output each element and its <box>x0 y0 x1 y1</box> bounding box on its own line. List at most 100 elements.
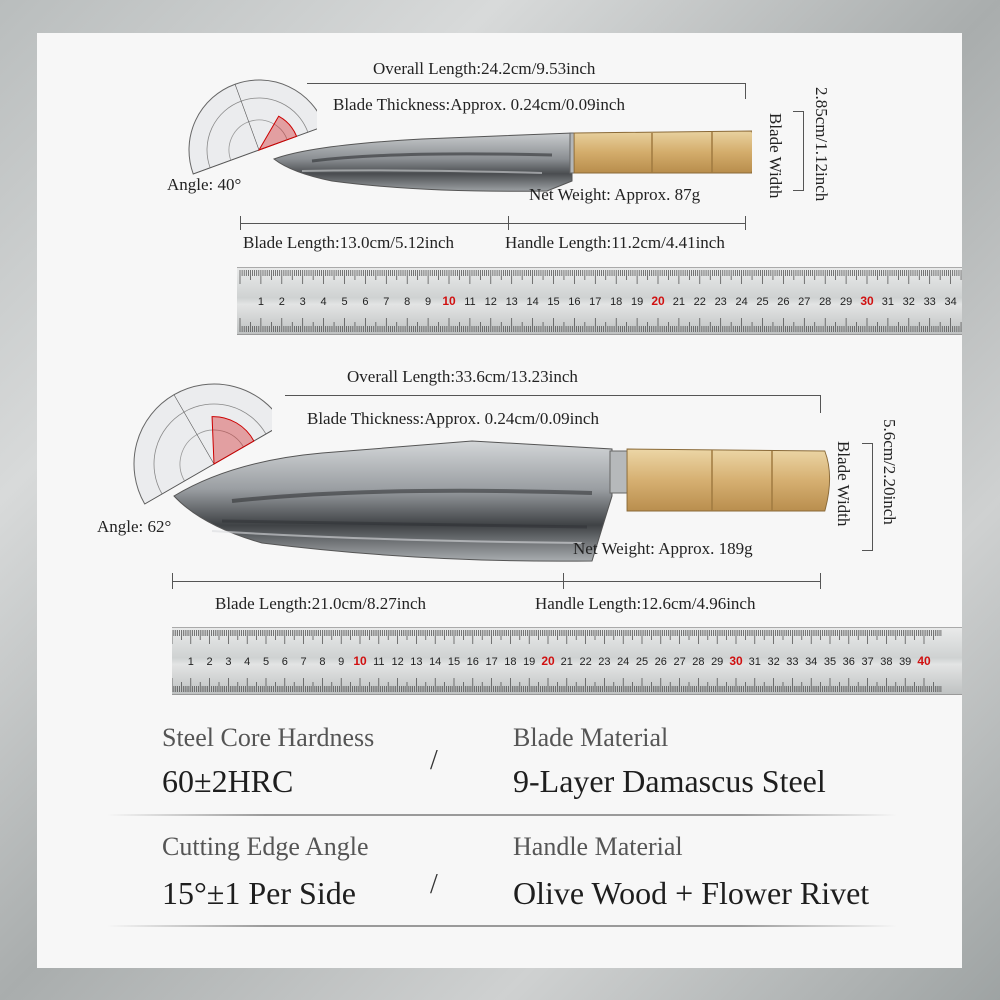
ruler-number: 21 <box>673 296 685 308</box>
hardness-value: 60±2HRC <box>162 763 294 799</box>
ruler-number: 27 <box>798 296 810 308</box>
ruler-number: 16 <box>467 656 479 668</box>
overall-length-tick <box>745 83 746 99</box>
handle-length-label: Handle Length:11.2cm/4.41inch <box>505 233 725 252</box>
ruler-number: 1 <box>188 656 194 668</box>
length-dimension-line <box>172 581 820 582</box>
ruler-number: 8 <box>404 296 410 308</box>
ruler-number: 32 <box>767 656 779 668</box>
ruler-number: 6 <box>282 656 288 668</box>
ruler-number: 26 <box>777 296 789 308</box>
ruler-number: 31 <box>749 656 761 668</box>
ruler-number: 13 <box>506 296 518 308</box>
ruler-number: 5 <box>263 656 269 668</box>
ruler-number: 20 <box>541 654 555 668</box>
overall-length-label: Overall Length:24.2cm/9.53inch <box>373 59 596 78</box>
ruler-number: 37 <box>861 656 873 668</box>
ruler-number: 23 <box>598 656 610 668</box>
handle-material-label: Handle Material <box>513 832 683 861</box>
net-weight-label: Net Weight: Approx. 87g <box>529 185 701 204</box>
ruler-number: 28 <box>692 656 704 668</box>
ruler-number: 34 <box>944 296 956 308</box>
ruler-number: 25 <box>636 656 648 668</box>
ruler-number: 32 <box>903 296 915 308</box>
ruler-number: 16 <box>568 296 580 308</box>
knife-1-image <box>272 130 752 192</box>
protractor-icon <box>188 79 317 175</box>
ruler-number: 4 <box>321 296 327 308</box>
ruler-number: 10 <box>353 654 367 668</box>
ruler-number: 10 <box>442 294 456 308</box>
ruler-number: 19 <box>631 296 643 308</box>
ruler-number: 21 <box>561 656 573 668</box>
angle-label: Angle: 62° <box>97 517 172 536</box>
ruler-number: 18 <box>610 296 622 308</box>
ruler-number: 2 <box>279 296 285 308</box>
blade-width-line <box>803 111 804 191</box>
ruler-number: 40 <box>917 654 931 668</box>
spec-divider <box>107 925 897 927</box>
ruler-number: 7 <box>383 296 389 308</box>
ruler-number: 26 <box>655 656 667 668</box>
edge-angle-label: Cutting Edge Angle <box>162 832 369 861</box>
ruler-number: 7 <box>301 656 307 668</box>
length-dimension-line <box>240 223 745 224</box>
blade-width-value: 5.6cm/2.20inch <box>880 419 899 525</box>
blade-thickness-label: Blade Thickness:Approx. 0.24cm/0.09inch <box>333 95 625 114</box>
ruler-number: 17 <box>589 296 601 308</box>
ruler-number: 17 <box>485 656 497 668</box>
ruler-number: 24 <box>735 296 747 308</box>
ruler-number: 36 <box>843 656 855 668</box>
ruler-number: 12 <box>391 656 403 668</box>
edge-angle-value: 15°±1 Per Side <box>162 875 356 911</box>
ruler-number: 27 <box>673 656 685 668</box>
ruler-number: 8 <box>319 656 325 668</box>
ruler-number: 33 <box>786 656 798 668</box>
ruler-number: 29 <box>840 296 852 308</box>
ruler-number: 14 <box>429 656 441 668</box>
ruler-number: 3 <box>225 656 231 668</box>
ruler-number: 11 <box>373 656 384 668</box>
blade-width-label: Blade Width <box>766 113 785 199</box>
handle-material-value: Olive Wood + Flower Rivet <box>513 875 870 911</box>
ruler-number: 2 <box>207 656 213 668</box>
ruler-number: 9 <box>425 296 431 308</box>
blade-length-label: Blade Length:21.0cm/8.27inch <box>215 594 427 613</box>
ruler-number: 30 <box>860 294 874 308</box>
ruler-number: 3 <box>300 296 306 308</box>
ruler-number: 28 <box>819 296 831 308</box>
blade-width-label: Blade Width <box>834 441 853 527</box>
ruler-number: 38 <box>880 656 892 668</box>
ruler-number: 30 <box>729 654 743 668</box>
ruler-number: 11 <box>464 296 475 308</box>
ruler-number: 18 <box>504 656 516 668</box>
ruler-number: 1 <box>258 296 264 308</box>
ruler-number: 4 <box>244 656 250 668</box>
ruler-number: 33 <box>924 296 936 308</box>
blade-material-label: Blade Material <box>513 723 669 752</box>
ruler-number: 14 <box>526 296 538 308</box>
ruler-number: 20 <box>651 294 665 308</box>
blade-length-label: Blade Length:13.0cm/5.12inch <box>243 233 455 252</box>
ruler-number: 22 <box>694 296 706 308</box>
ruler-number: 6 <box>362 296 368 308</box>
ruler-number: 25 <box>756 296 768 308</box>
blade-width-value: 2.85cm/1.12inch <box>812 87 831 202</box>
ruler-number: 13 <box>410 656 422 668</box>
ruler-number: 34 <box>805 656 817 668</box>
overall-length-tick <box>820 395 821 413</box>
product-card: Overall Length:24.2cm/9.53inch Blade Thi… <box>37 33 962 968</box>
blade-material-value: 9-Layer Damascus Steel <box>513 763 826 799</box>
ruler-number: 22 <box>579 656 591 668</box>
ruler-number: 24 <box>617 656 629 668</box>
blade-width-line <box>872 443 873 551</box>
separator: / <box>430 869 438 900</box>
handle-length-label: Handle Length:12.6cm/4.96inch <box>535 594 756 613</box>
overall-length-label: Overall Length:33.6cm/13.23inch <box>347 367 578 386</box>
ruler-number: 19 <box>523 656 535 668</box>
ruler-number: 23 <box>715 296 727 308</box>
